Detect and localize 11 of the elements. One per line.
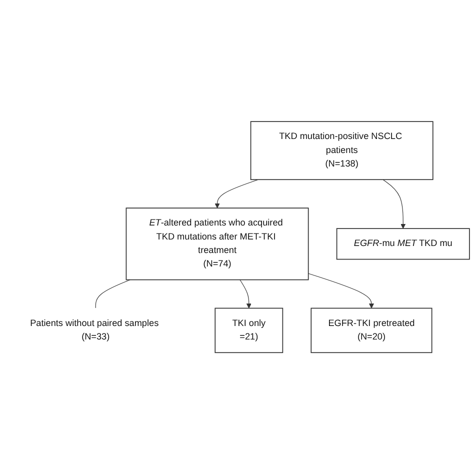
arrow — [214, 179, 259, 208]
node-box: EGFR-mu MET TKD mu — [336, 228, 470, 260]
node-text: Patients without paired samples (N=33) — [30, 318, 159, 342]
connector — [95, 279, 130, 308]
arrow — [382, 179, 406, 229]
arrow — [308, 273, 374, 308]
node-box: TKI only =21) — [214, 308, 284, 353]
node-box: ET-altered patients who acquired TKD mutations after MET-TKI treatment (N=74) — [126, 208, 309, 280]
node-box: EGFR-TKI pretreated (N=20) — [310, 308, 432, 353]
node-box: TKD mutation-positive NSCLC patients (N=138) — [250, 121, 434, 180]
arrow — [240, 279, 252, 308]
